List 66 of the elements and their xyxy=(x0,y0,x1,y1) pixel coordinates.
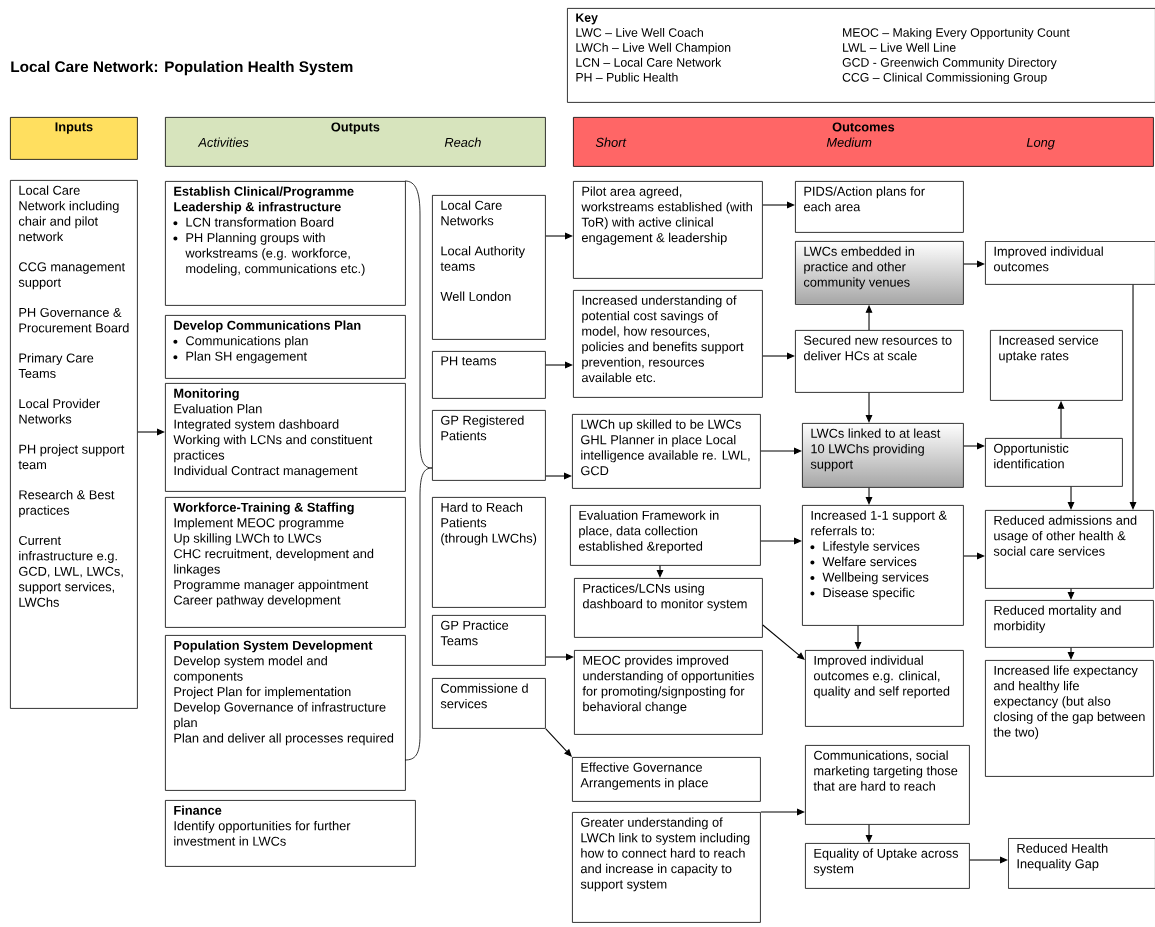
arrow xyxy=(865,824,873,843)
outcome-box: Increased life expectancy and healthy life expectancy (but also closing of the gap between the two) xyxy=(985,660,1154,777)
arrow xyxy=(545,361,573,369)
arrow xyxy=(865,487,873,505)
arrow xyxy=(760,537,802,545)
outcome-box: PIDS/Action plans for each area xyxy=(795,181,964,233)
outcome-box: MEOC provides improved understanding of opportunities for promoting/signposting for behavioral change xyxy=(574,650,763,735)
arrow xyxy=(963,442,985,450)
activity-box: Develop Communications Plan Communications plan Plan SH engagement xyxy=(165,315,406,379)
arrow xyxy=(1067,486,1075,510)
arrow xyxy=(545,728,572,757)
arrow xyxy=(760,447,802,455)
outcome-box: Evaluation Framework in place, data collection established &reported xyxy=(570,505,761,566)
arrow xyxy=(762,352,795,360)
arrow xyxy=(865,392,873,423)
column-header: Outputs Activities Reach xyxy=(165,117,546,167)
arrow xyxy=(656,565,664,578)
arrow xyxy=(963,260,985,268)
outcome-box: Improved individual outcomes e.g. clinical, quality and self reported xyxy=(805,650,964,727)
activity-box: Finance Identify opportunities for further investment in LWCs xyxy=(165,800,416,867)
activity-box: Population System Development Develop system model and components Project Plan for implementation Develop Governance of infrastructure plan Plan and deliver all processes required xyxy=(165,635,406,791)
arrow xyxy=(969,856,1008,864)
outcome-box: Reduced admissions and usage of other health & social care services xyxy=(985,510,1154,589)
reach-box: GP Registered Patients xyxy=(432,410,546,481)
arrow xyxy=(963,552,985,560)
key-box: Key LWC – Live Well Coach MEOC – Making Every Opportunity Count LWCh – Live Well Champion LWL – Live Well Line LCN – Local Care Network GCD - Greenwich Community Directory PH – Public Health CCG – Clinical Commissioning Group xyxy=(567,8,1155,103)
arrow xyxy=(854,625,862,650)
reach-box: GP Practice Teams xyxy=(432,615,546,666)
outcome-box: Reduced Health Inequality Gap xyxy=(1008,838,1155,889)
reach-box: PH teams xyxy=(432,351,546,399)
input-list-box: Local Care Network including chair and pilot network CCG management support PH Governance & Procurement Board Primary Care Teams Local Provider Networks PH project support team Research & Best practices Current infrastructure e.g. GCD, LWL, LWCs, support services, LWChs xyxy=(10,180,138,709)
reach-box: Hard to Reach Patients (through LWChs) xyxy=(432,497,546,608)
outcome-box: Increased service uptake rates xyxy=(990,330,1123,401)
arrow xyxy=(137,428,165,436)
reach-box: Commissione d services xyxy=(432,678,546,729)
arrow xyxy=(1067,647,1075,660)
outcome-box: Effective Governance Arrangements in place xyxy=(572,757,761,802)
arrow xyxy=(762,624,805,660)
arrow xyxy=(760,808,805,816)
activity-box: Establish Clinical/Programme Leadership & infrastructure LCN transformation Board PH Planning groups with workstreams (e.g. workforce, modeling, communications etc.) xyxy=(165,181,406,306)
outcome-box: Increased understanding of potential cost savings of model, how resources, policies and benefits support prevention, resources available etc. xyxy=(573,290,763,398)
title: Local Care Network: Population Health System xyxy=(11,60,353,76)
outcome-box: Reduced mortality and morbidity xyxy=(985,600,1154,648)
arrow xyxy=(545,232,573,240)
outcome-box: Communications, social marketing targeting those that are hard to reach xyxy=(805,745,970,825)
outcome-box: LWCh up skilled to be LWCs GHL Planner in place Local intelligence available re. LWL, GCD xyxy=(572,414,761,489)
column-header: Inputs xyxy=(10,117,138,160)
activity-box: Workforce-Training & Staffing Implement MEOC programme Up skilling LWCh to LWCs CHC recruitment, development and linkages Programme manager appointment Career pathway development xyxy=(165,497,406,628)
outcome-box: Improved individual outcomes xyxy=(985,241,1155,285)
outcome-box: LWCs embedded in practice and other community venues xyxy=(795,241,964,305)
outcome-box: Opportunistic identification xyxy=(985,438,1123,487)
arrow xyxy=(545,653,574,661)
outcome-box: Practices/LCNs using dashboard to monitor system xyxy=(574,578,763,638)
outcome-box: Secured new resources to deliver HCs at scale xyxy=(795,330,964,393)
outcome-box: Increased 1-1 support & referrals to: Lifestyle services Welfare services Wellbeing services Disease specific xyxy=(802,505,964,626)
activity-box: Monitoring Evaluation Plan Integrated system dashboard Working with LCNs and constituent practices Individual Contract management xyxy=(165,383,406,492)
arrow xyxy=(545,472,572,480)
outcome-box: Pilot area agreed, workstreams established (with ToR) with active clinical engagement & leadership xyxy=(573,181,763,279)
arrow xyxy=(1067,588,1075,600)
column-header: Outcomes Short Medium Long xyxy=(573,117,1154,167)
outcome-box: LWCs linked to at least 10 LWChs providing support xyxy=(802,423,964,488)
reach-box: Local Care Networks Local Authority teams Well London xyxy=(432,195,546,340)
arrow xyxy=(1129,284,1137,510)
arrow xyxy=(762,201,795,209)
outcome-box: Greater understanding of LWCh link to system including how to connect hard to reach and increase in capacity to support system xyxy=(572,812,761,923)
outcome-box: Equality of Uptake across system xyxy=(805,843,970,889)
